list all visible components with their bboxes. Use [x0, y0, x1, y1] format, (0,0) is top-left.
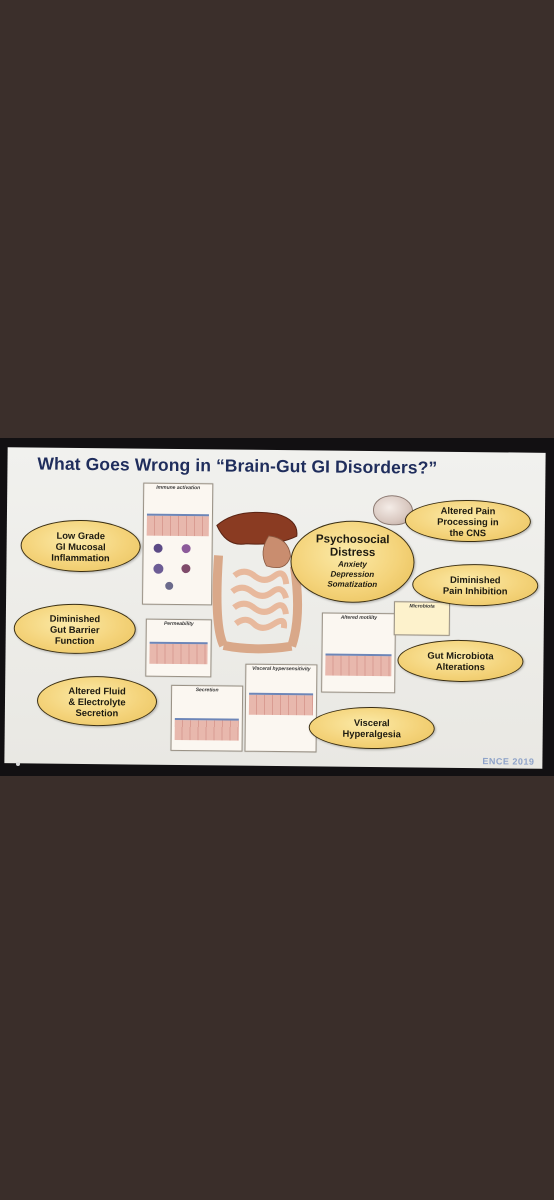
- visceral-hypersensitivity-panel-title: Visceral hypersensitivity: [252, 665, 311, 673]
- wall-background-top: [0, 0, 554, 438]
- central-item: Depression: [330, 569, 375, 580]
- altered-motility-panel: Altered motility: [321, 612, 396, 694]
- oval-diminished-pain-inhibition: Diminished Pain Inhibition: [412, 563, 539, 607]
- oval-line: the CNS: [449, 526, 487, 538]
- oval-gut-microbiota: Gut Microbiota Alterations: [397, 639, 524, 683]
- psychosocial-distress-oval: Psychosocial Distress Anxiety Depression…: [290, 520, 415, 604]
- liver-illustration: [216, 511, 298, 545]
- epithelium-illustration: [146, 513, 209, 537]
- screen-reflection-dot: [16, 762, 20, 766]
- central-item: Anxiety: [337, 559, 367, 569]
- oval-line: Processing in: [437, 515, 499, 527]
- wall-background-bottom: [0, 776, 554, 1200]
- small-intestine-illustration: [230, 568, 290, 631]
- presentation-slide: What Goes Wrong in “Brain-Gut GI Disorde…: [4, 447, 546, 769]
- immune-cell-illustration: [153, 563, 164, 574]
- oval-line: Low Grade: [56, 529, 106, 541]
- oval-line: Altered Pain: [440, 504, 496, 516]
- oval-line: Visceral: [353, 716, 390, 729]
- oval-line: Function: [54, 634, 95, 646]
- immune-cell-illustration: [153, 543, 163, 553]
- oval-line: Diminished: [449, 573, 501, 586]
- conference-logo: ENCE 2019: [482, 756, 535, 767]
- immune-cell-illustration: [165, 581, 174, 590]
- immune-activation-panel-title: Immune activation: [156, 484, 201, 492]
- microbiota-box: Microbiota: [393, 601, 451, 636]
- immune-activation-panel: Immune activation: [142, 482, 214, 606]
- oval-line: Altered Fluid: [68, 684, 126, 696]
- secretion-panel-title: Secretion: [195, 687, 219, 694]
- oval-line: Diminished: [49, 612, 101, 624]
- central-heading-line1: Psychosocial: [315, 533, 390, 547]
- oval-line: & Electrolyte: [68, 695, 126, 707]
- oval-low-grade-inflammation: Low Grade GI Mucosal Inflammation: [20, 519, 141, 573]
- central-item: Somatization: [327, 579, 378, 590]
- oval-visceral-hyperalgesia: Visceral Hyperalgesia: [308, 706, 435, 750]
- secretion-panel: Secretion: [170, 684, 244, 752]
- gi-anatomy-illustration: [212, 511, 303, 654]
- permeability-panel: Permeability: [145, 618, 212, 678]
- microbiota-box-title: Microbiota: [409, 603, 435, 610]
- altered-motility-panel-title: Altered motility: [340, 614, 378, 622]
- large-intestine-illustration: [212, 555, 303, 654]
- oval-line: Inflammation: [51, 551, 110, 563]
- stomach-illustration: [262, 535, 291, 569]
- oval-altered-pain-processing: Altered Pain Processing in the CNS: [404, 499, 532, 543]
- permeability-panel-title: Permeability: [163, 620, 194, 628]
- oval-line: Gut Microbiota: [427, 649, 494, 662]
- oval-line: Hyperalgesia: [342, 727, 401, 740]
- immune-cell-illustration: [181, 544, 191, 554]
- epithelium-illustration: [325, 653, 392, 677]
- oval-line: GI Mucosal: [55, 540, 106, 552]
- slide-title: What Goes Wrong in “Brain-Gut GI Disorde…: [37, 453, 438, 478]
- oval-line: Alterations: [435, 660, 485, 673]
- oval-diminished-gut-barrier: Diminished Gut Barrier Function: [13, 603, 137, 655]
- oval-line: Pain Inhibition: [442, 584, 508, 597]
- epithelium-illustration: [174, 717, 239, 741]
- oval-line: Gut Barrier: [49, 623, 100, 635]
- epithelium-illustration: [248, 692, 314, 716]
- oval-line: Secretion: [75, 706, 119, 718]
- oval-altered-fluid-secretion: Altered Fluid & Electrolyte Secretion: [36, 675, 158, 727]
- visceral-hypersensitivity-panel: Visceral hypersensitivity: [244, 663, 318, 753]
- central-heading-line2: Distress: [329, 546, 376, 560]
- immune-cell-illustration: [181, 564, 191, 574]
- epithelium-illustration: [149, 641, 208, 665]
